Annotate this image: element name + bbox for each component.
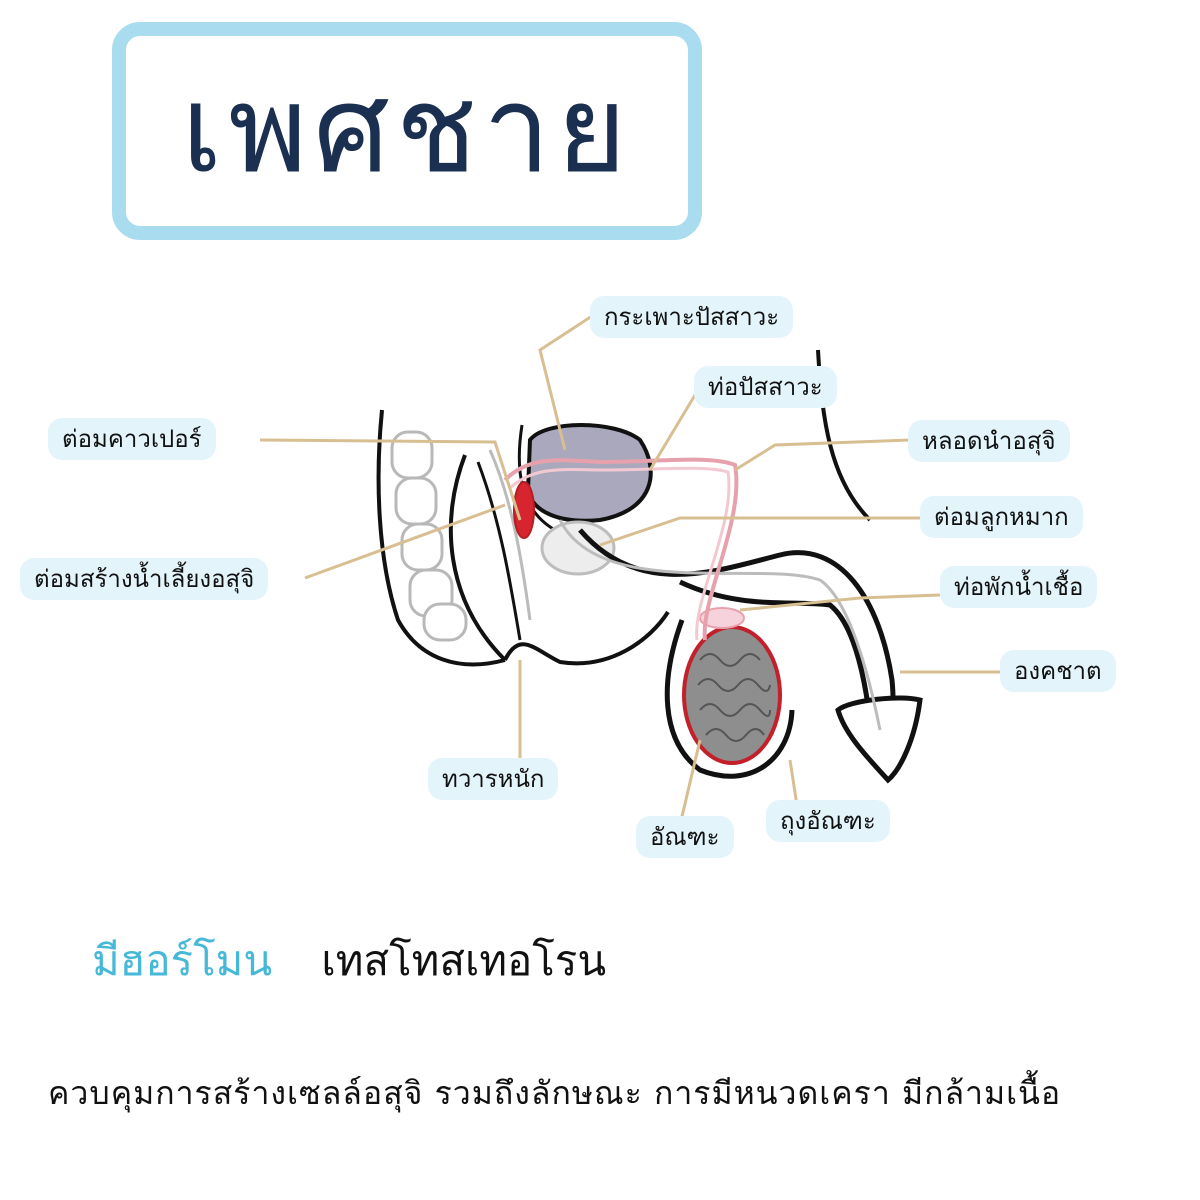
scrotum xyxy=(664,619,795,779)
vas-deferens xyxy=(503,457,739,641)
leader-lines xyxy=(259,314,1000,826)
colon xyxy=(390,430,468,642)
label-epididymis: ท่อพักน้ำเชื้อ xyxy=(940,566,1098,608)
rectum-outline xyxy=(376,409,506,667)
glans xyxy=(835,695,923,784)
hormone-description: ควบคุมการสร้างเซลล์อสุจิ รวมถึงลักษณะ กา… xyxy=(48,1074,1062,1112)
rectum-inner xyxy=(448,454,507,662)
label-bladder: กระเพาะปัสสาวะ xyxy=(590,296,794,338)
hormone-line: มีฮอร์โมน เทสโทสเทอโรน xyxy=(92,928,606,994)
epididymis xyxy=(699,607,745,629)
label-seminal-vesicle: ต่อมสร้างน้ำเลี้ยงอสุจิ xyxy=(20,558,269,600)
label-urethra: ท่อปัสสาวะ xyxy=(694,366,837,408)
urethra-tube xyxy=(558,519,882,731)
tissue-line-2 xyxy=(488,449,532,621)
buttock-outline xyxy=(503,610,670,666)
hormone-value: เทสโทสเทอโรน xyxy=(321,936,607,985)
penis-lower xyxy=(678,579,873,721)
label-scrotum: ถุงอัณฑะ xyxy=(766,800,890,842)
title-box: เพศชาย xyxy=(112,22,702,240)
seminiferous-tubules xyxy=(697,653,771,742)
page-title: เพศชาย xyxy=(181,61,633,200)
hormone-label: มีฮอร์โมน xyxy=(92,936,273,985)
label-anus: ทวารหนัก xyxy=(428,758,559,800)
vas-deferens-inner xyxy=(508,466,731,641)
tissue-line-1 xyxy=(476,461,522,641)
label-cowper-gland: ต่อมคาวเปอร์ xyxy=(48,418,216,460)
label-prostate: ต่อมลูกหมาก xyxy=(920,496,1083,538)
label-testis: อัณฑะ xyxy=(636,816,734,858)
prostate xyxy=(540,520,616,576)
bladder xyxy=(525,423,653,523)
label-penis: องคชาต xyxy=(1000,650,1116,692)
label-vas-deferens: หลอดนำอสุจิ xyxy=(908,420,1070,462)
seminal-vesicle xyxy=(513,481,535,539)
